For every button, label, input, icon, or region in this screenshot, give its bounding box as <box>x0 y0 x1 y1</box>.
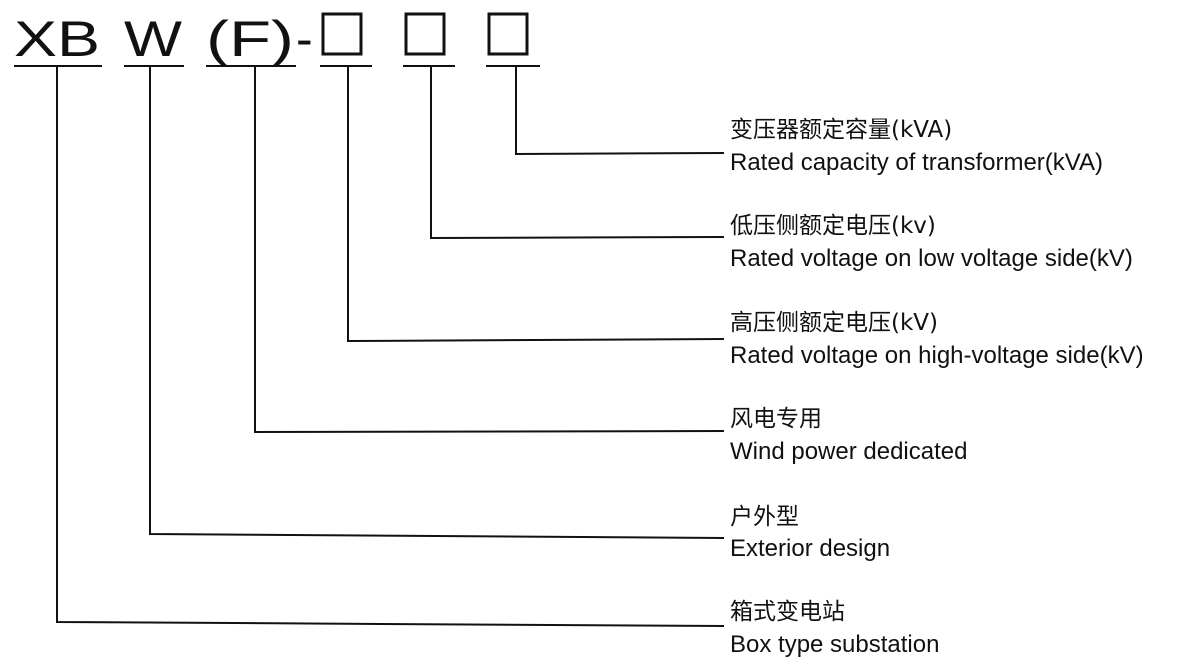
code-w: W <box>124 11 183 67</box>
callout-substation-en: Box type substation <box>730 631 939 658</box>
leader-line-substation <box>56 66 725 627</box>
callout-wind-power-en: Wind power dedicated <box>730 438 967 465</box>
leader-line-low-voltage <box>430 66 725 240</box>
callout-substation-cn: 箱式变电站 <box>730 599 845 625</box>
leader-line-capacity <box>515 66 725 156</box>
callout-exterior-cn: 户外型 <box>730 504 799 530</box>
callout-exterior: 户外型 Exterior design <box>730 504 890 562</box>
placeholder-box-low-voltage <box>404 12 446 56</box>
leader-line-exterior <box>149 66 725 539</box>
callout-exterior-en: Exterior design <box>730 535 890 562</box>
callout-wind-power: 风电专用 Wind power dedicated <box>730 406 967 465</box>
leader-line-high-voltage <box>347 66 725 343</box>
callout-capacity-en: Rated capacity of transformer(kVA) <box>730 149 1103 176</box>
callout-low-voltage-en: Rated voltage on low voltage side(kV) <box>730 245 1133 272</box>
callout-low-voltage-cn: 低压侧额定电压(kv) <box>730 213 936 239</box>
code-f: (F) <box>206 11 294 67</box>
callout-wind-power-cn: 风电专用 <box>730 406 822 432</box>
code-xb: XB <box>14 11 100 67</box>
placeholder-box-high-voltage <box>321 12 363 56</box>
placeholder-box-capacity <box>487 12 529 56</box>
callout-high-voltage: 高压侧额定电压(kV) Rated voltage on high-voltag… <box>730 310 1144 369</box>
callout-capacity-cn: 变压器额定容量(kVA) <box>730 117 952 143</box>
code-dash: - <box>296 11 313 67</box>
callout-high-voltage-en: Rated voltage on high-voltage side(kV) <box>730 342 1144 369</box>
callout-low-voltage: 低压侧额定电压(kv) Rated voltage on low voltage… <box>730 213 1133 272</box>
callout-substation: 箱式变电站 Box type substation <box>730 599 939 658</box>
leader-line-wind-power <box>254 66 725 434</box>
callout-high-voltage-cn: 高压侧额定电压(kV) <box>730 310 938 336</box>
callout-capacity: 变压器额定容量(kVA) Rated capacity of transform… <box>730 117 1103 176</box>
